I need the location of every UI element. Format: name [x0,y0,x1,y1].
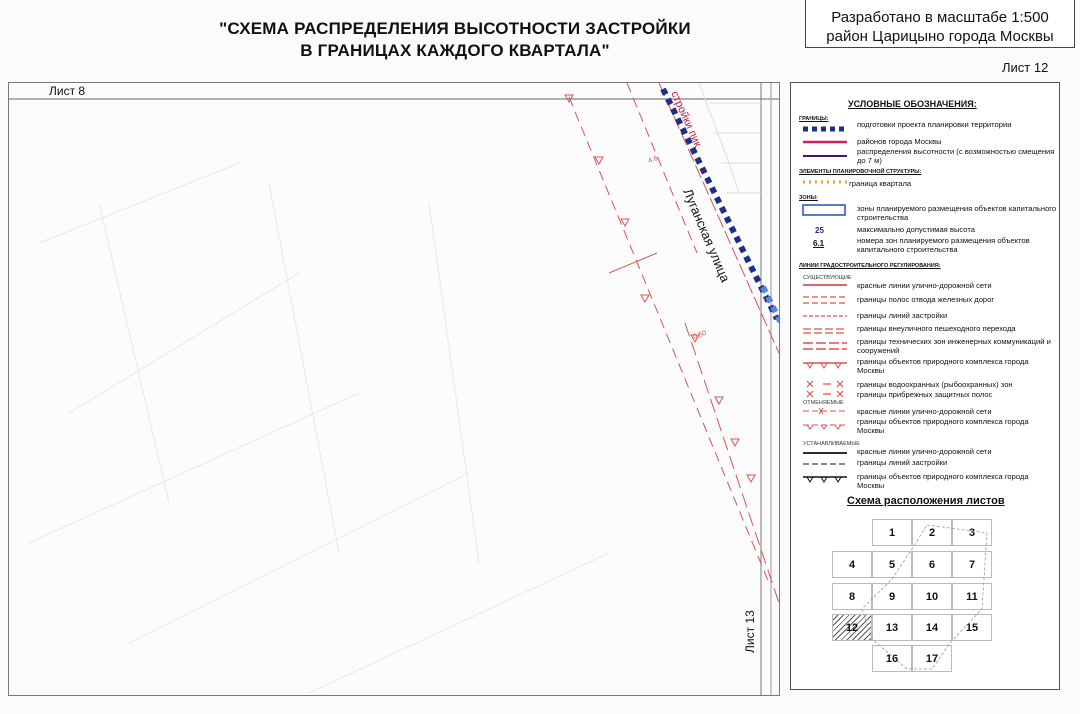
legend-existing: СУЩЕСТВУЮЩИЕ [803,275,852,281]
symbol-block-border [803,180,847,184]
legend-borders-height: распределения высотности (с возможностью… [857,147,1055,165]
legend-ex-water2: границы прибрежных защитных полос [857,390,993,399]
sheet-number: Лист 12 [1002,60,1049,75]
neighbor-sheet-right: Лист 13 [743,610,757,653]
legend-ex-technical: границы технических зон инженерных комму… [857,337,1051,355]
legend-established: УСТАНАВЛИВАЕМЫЕ [803,441,860,447]
legend-ex-building: границы линий застройки [857,311,948,320]
sheet-cell-2: 2 [912,519,952,546]
legend-borders-planning: подготовки проекта планировки территории [857,120,1012,129]
sheet-cell-12-current: 12 [832,614,872,641]
symbol-zone [802,204,846,216]
legend-cn-red-lines: красные линии улично-дорожной сети [857,407,992,416]
symbol-max-height: 25 [815,226,824,235]
sheet-cell-3: 3 [952,519,992,546]
symbol-height-boundary [803,155,847,157]
symbol-planning-boundary [803,126,847,132]
scale-box: Разработано в масштабе 1:500 район Цариц… [805,0,1075,48]
sheet-cell-6: 6 [912,551,952,578]
sheet-cell-11: 11 [952,583,992,610]
legend-st-red-lines: красные линии улично-дорожной сети [857,447,992,456]
sheet-cell-4: 4 [832,551,872,578]
building-outlines [698,83,761,194]
planning-boundary [660,87,779,321]
dimension-label-1: 4.6 [647,155,659,165]
sheet-cell-5: 5 [872,551,912,578]
legend-ex-pedestrian: границы внеуличного пешеходного перехода [857,324,1016,333]
red-lines [568,83,779,604]
legend-ex-water1: границы водоохранных (рыбоохранных) зон [857,380,1013,389]
legend-cn-nature: границы объектов природного комплекса го… [857,417,1029,435]
title-line-1: "СХЕМА РАСПРЕДЕЛЕНИЯ ВЫСОТНОСТИ ЗАСТРОЙК… [219,19,691,38]
sheet-cell-1: 1 [872,519,912,546]
legend-section-borders: ГРАНИЦЫ: [799,116,829,122]
legend-st-building: границы линий застройки [857,458,948,467]
legend-panel: УСЛОВНЫЕ ОБОЗНАЧЕНИЯ: ГРАНИЦЫ: подготовк… [790,82,1060,690]
scale-line-1: Разработано в масштабе 1:500 [831,9,1049,26]
sheet-cell-14: 14 [912,614,952,641]
red-line-mid [626,83,698,254]
sheet-cell-16: 16 [872,645,912,672]
symbol-zone-number: 6.1 [813,239,825,248]
planning-boundary-light [760,285,779,325]
title-line-2: В ГРАНИЦАХ КАЖДОГО КВАРТАЛА" [300,41,610,60]
legend-max-height: максимально допустимая высота [857,225,975,234]
sheet-cell-17: 17 [912,645,952,672]
symbols-established [803,452,847,483]
legend-block-border: граница квартала [849,179,912,188]
legend-ex-red-lines: красные линии улично-дорожной сети [857,281,992,290]
legend-zones-text: зоны планируемого размещения объектов ка… [857,204,1057,222]
neighbor-sheet-top: Лист 8 [49,84,85,98]
red-line-left [568,96,770,584]
symbols-cancelled [803,407,847,430]
legend-ex-railway: границы полос отвода железных дорог [857,295,995,304]
legend-cancelled: ОТМЕНЯЕМЫЕ [803,400,844,406]
sheet-cell-7: 7 [952,551,992,578]
red-line-lower [684,322,779,604]
symbol-district-boundary [803,140,847,144]
sheet-cell-8: 8 [832,583,872,610]
legend-title: УСЛОВНЫЕ ОБОЗНАЧЕНИЯ: [848,99,977,109]
map-frame: стройки пик Луганская улица 4.6 0.50 Лис… [8,82,780,696]
legend-section-elements: ЭЛЕМЕНТЫ ПЛАНИРОВОЧНОЙ СТРУКТУРЫ: [799,169,922,175]
scale-line-2: район Царицыно города Москвы [826,28,1054,45]
building-line-markers [564,94,756,484]
sheet-cell-10: 10 [912,583,952,610]
dimension-line [608,252,658,274]
legend-borders-districts: районов города Москвы [857,137,942,146]
sheet-scheme-title: Схема расположения листов [847,495,1005,507]
faint-background-lines [28,162,610,694]
sheet-cell-13: 13 [872,614,912,641]
drawing-title: "СХЕМА РАСПРЕДЕЛЕНИЯ ВЫСОТНОСТИ ЗАСТРОЙК… [150,18,760,62]
red-line-right [658,83,779,354]
legend-section-zones: ЗОНЫ: [799,195,818,201]
legend-st-nature: границы объектов природного комплекса го… [857,472,1029,490]
legend-zone-number: номера зон планируемого размещения объек… [857,236,1030,254]
map-canvas: стройки пик Луганская улица 4.6 0.50 Лис… [9,83,779,695]
symbols-existing [803,284,847,398]
dimension-label-2: 0.50 [692,330,707,341]
sheet-cell-15: 15 [952,614,992,641]
legend-section-lines: ЛИНИИ ГРАДОСТРОИТЕЛЬНОГО РЕГУЛИРОВАНИЯ: [799,263,941,269]
street-label: Луганская улица [680,186,733,285]
legend-ex-nature: границы объектов природного комплекса го… [857,357,1029,375]
sheet-cell-9: 9 [872,583,912,610]
